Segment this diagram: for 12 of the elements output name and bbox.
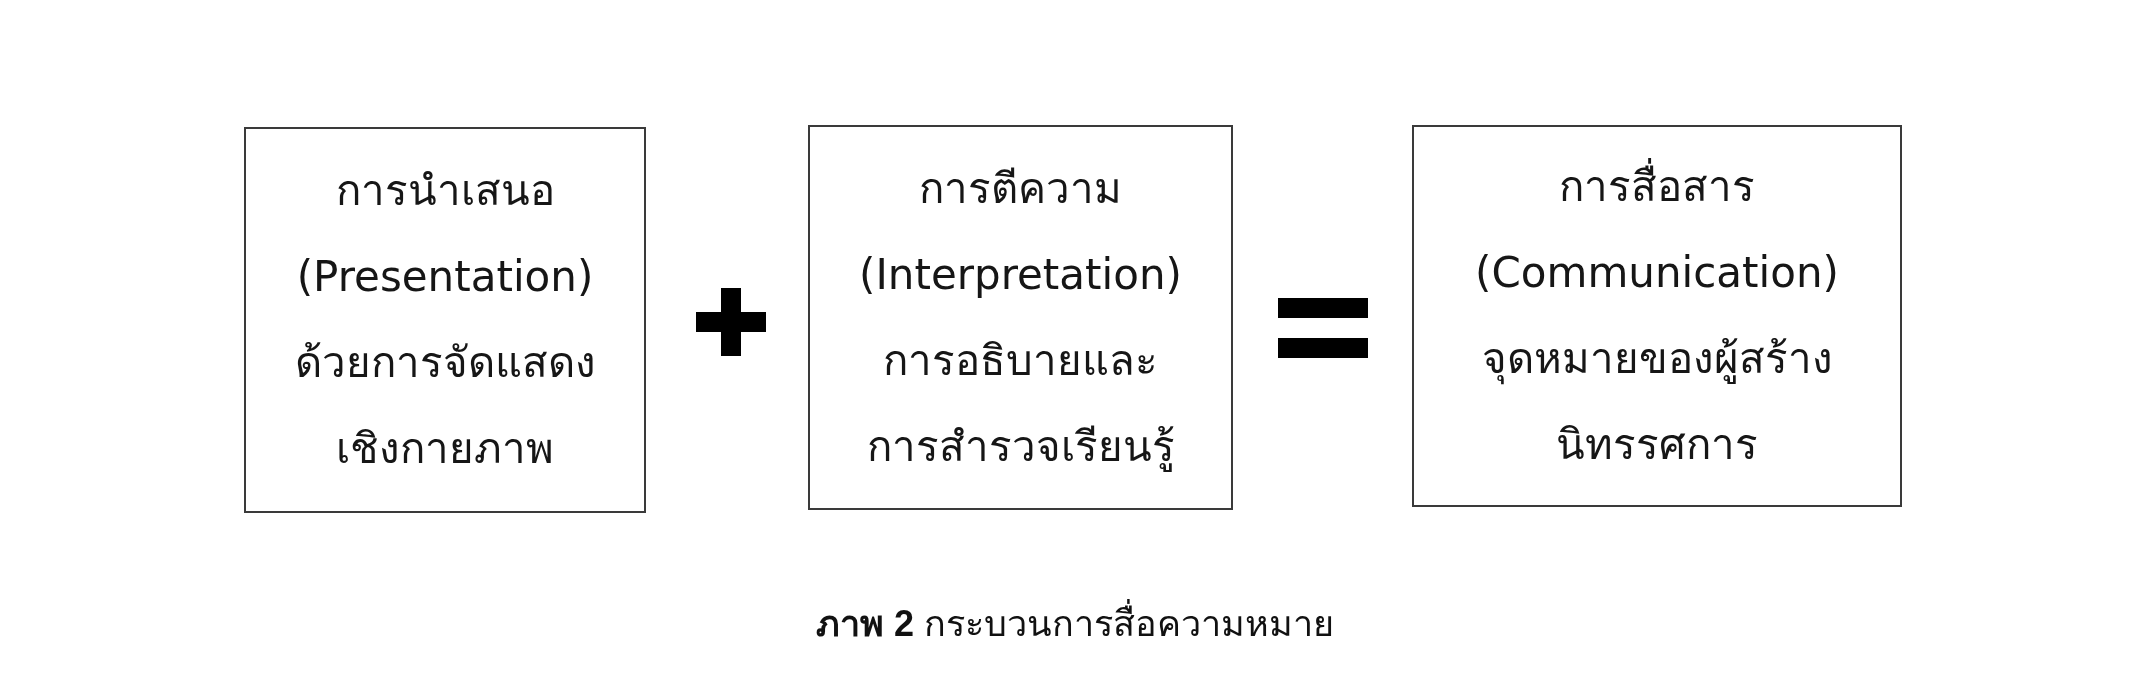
term-heading: การตีความ (919, 162, 1122, 215)
term-heading: การนำเสนอ (335, 165, 555, 217)
description-text: จุดหมายของผู้สร้างนิทรรศการ (1480, 333, 1834, 471)
english-term: (Presentation) (296, 251, 594, 303)
concept-box (1412, 125, 1902, 507)
english-term: (Interpretation) (859, 248, 1182, 301)
concept-box (808, 125, 1233, 510)
english-term: (Communication) (1475, 247, 1839, 299)
term-heading: การสื่อสาร (1559, 144, 1755, 230)
description-text: การอธิบายและการสำรวจเรียนรู้ (865, 334, 1176, 474)
description-text: ด้วยการจัดแสดงเชิงกายภาพ (293, 337, 597, 475)
concept-box (244, 127, 646, 513)
